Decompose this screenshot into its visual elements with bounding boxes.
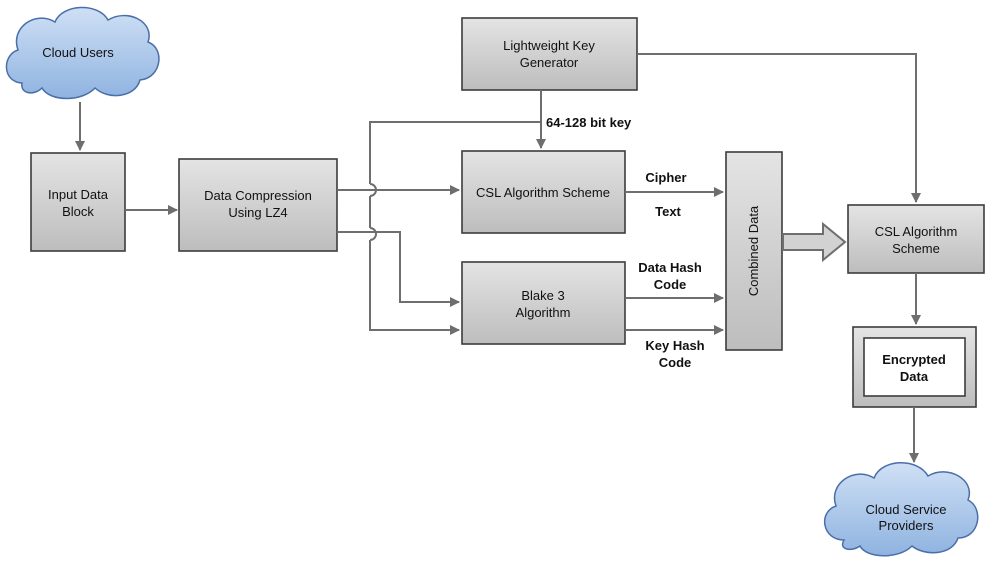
block-arrow-combined-to-csl2	[782, 221, 847, 263]
key-hash-label-line2: Code	[659, 355, 692, 370]
key-generator-node: Lightweight Key Generator	[461, 17, 638, 91]
combined-data-label: Combined Data	[746, 205, 761, 296]
key-feed-line	[369, 121, 541, 184]
data-compression-node: Data Compression Using LZ4	[178, 158, 338, 252]
combined-data-node: Combined Data	[725, 151, 783, 351]
csl-scheme-1-label: CSL Algorithm Scheme	[476, 185, 610, 200]
data-hash-label-line1: Data Hash	[638, 260, 702, 275]
blake3-node: Blake 3 Algorithm	[461, 261, 626, 345]
csl-scheme-2-line1: CSL Algorithm	[875, 224, 958, 239]
key-line-hop-2	[369, 227, 377, 241]
arrow-compression-to-blake3	[337, 231, 460, 307]
key-generator-line1: Lightweight Key	[503, 38, 595, 53]
arrow-key-to-csl2	[637, 53, 921, 203]
blake3-line2: Algorithm	[516, 305, 571, 320]
input-data-block-line2: Block	[62, 204, 94, 219]
input-data-block-node: Input Data Block	[30, 152, 126, 252]
csl-scheme-2-node: CSL Algorithm Scheme	[847, 204, 985, 274]
key-size-label: 64-128 bit key	[546, 115, 632, 130]
input-data-block-line1: Input Data	[48, 187, 109, 202]
cloud-providers-label-line1: Cloud Service	[866, 502, 947, 517]
encrypted-data-line1: Encrypted	[882, 352, 946, 367]
arrow-key-to-blake3	[369, 240, 460, 335]
cloud-providers-label-line2: Providers	[879, 518, 934, 533]
csl-scheme-2-line2: Scheme	[892, 241, 940, 256]
cipher-label-line2: Text	[655, 204, 681, 219]
data-compression-line2: Using LZ4	[228, 205, 287, 220]
key-hash-label-line1: Key Hash	[645, 338, 704, 353]
csl-scheme-1-node: CSL Algorithm Scheme	[461, 150, 626, 234]
encrypted-data-line2: Data	[900, 369, 929, 384]
blake3-line1: Blake 3	[521, 288, 564, 303]
key-generator-line2: Generator	[520, 55, 579, 70]
cloud-users-node: Cloud Users	[5, 6, 160, 100]
encrypted-data-node: Encrypted Data	[852, 326, 977, 408]
data-hash-label-line2: Code	[654, 277, 687, 292]
data-compression-line1: Data Compression	[204, 188, 312, 203]
cipher-label-line1: Cipher	[645, 170, 686, 185]
cloud-users-label: Cloud Users	[42, 45, 114, 60]
cloud-providers-node: Cloud Service Providers	[823, 462, 979, 557]
